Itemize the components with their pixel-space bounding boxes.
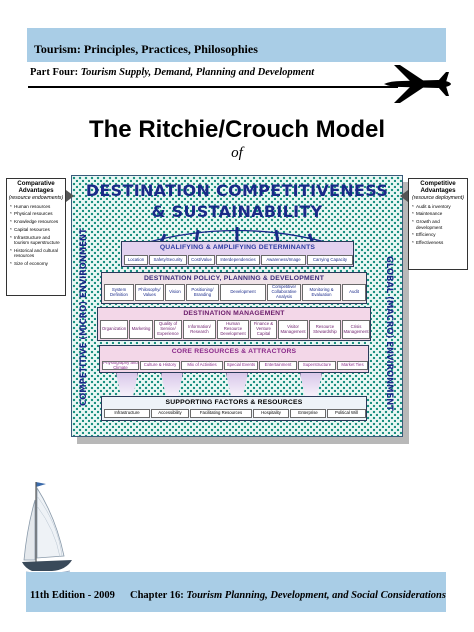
competitive-title: Competitive Advantages [420, 180, 456, 194]
part-line: Part Four: Tourism Supply, Demand, Plann… [30, 67, 314, 78]
tier-cell: Cost/Value [188, 255, 215, 265]
tier-cell: Finance & Venture Capital [250, 320, 277, 339]
tier-policy-planning: DESTINATION POLICY, PLANNING & DEVELOPME… [101, 272, 367, 304]
tier-cell: Mix of Activities [181, 361, 223, 370]
chapter-label: Chapter 16: [130, 590, 184, 601]
arrow-right-icon [66, 190, 74, 202]
tier-cell: System Definition [104, 284, 134, 301]
tier-cell: Hospitality [253, 409, 289, 418]
tier-cell: Market Ties [337, 361, 368, 370]
tier-cell: Positioning/ Branding [186, 284, 219, 301]
tier-cell: Entertainment [259, 361, 297, 370]
tier-heading: DESTINATION POLICY, PLANNING & DEVELOPME… [143, 275, 325, 282]
tier-cell: Political Will [327, 409, 366, 418]
tier-destination-management: DESTINATION MANAGEMENT Organization Mark… [97, 307, 371, 341]
list-item: Efficiency [412, 232, 464, 238]
header-band [27, 28, 446, 62]
tier-cell: Organization [100, 320, 128, 339]
tier-cell: Marketing [129, 320, 153, 339]
list-item: Knowledge resources [10, 219, 62, 225]
edition-label: 11th Edition - 2009 [30, 590, 115, 601]
tier-cell: Location [124, 255, 148, 265]
tier-cell: Philosophy/ Values [135, 284, 164, 301]
tier-cell: Physiography and Climate [102, 361, 139, 370]
diagram-title-line1: DESTINATION COMPETITIVENESS [85, 181, 389, 200]
list-item: Effectiveness [412, 240, 464, 246]
left-axis-label: COMPETITIVE (MICRO) ENVIRONMENT [78, 228, 88, 406]
list-item: Maintenance [412, 211, 464, 217]
tier-cell: Development [220, 284, 266, 301]
header-rule [28, 86, 398, 88]
tier-cell: Audit [342, 284, 366, 301]
comparative-advantages-box: Comparative Advantages (resource endowme… [6, 178, 66, 296]
list-item: Growth and development [412, 219, 464, 230]
list-item: Historical and cultural resources [10, 248, 62, 259]
list-item: Size of economy [10, 261, 62, 267]
tier-cell: Interdependencies [216, 255, 260, 265]
footer-band [26, 572, 446, 612]
tier-supporting-factors: SUPPORTING FACTORS & RESOURCES Infrastru… [101, 396, 367, 421]
part-label: Part Four: [30, 67, 79, 78]
slide-subtitle: of [231, 145, 243, 161]
tier-cell: Competitive/ Collaborative Analysis [267, 284, 301, 301]
competitive-subtitle: (resource deployment) [412, 194, 464, 201]
tier-heading: DESTINATION MANAGEMENT [183, 310, 285, 317]
chapter-title: Tourism Planning, Development, and Socia… [186, 590, 446, 601]
slide-title: The Ritchie/Crouch Model [88, 116, 385, 143]
tier-cell: Accessibility [151, 409, 189, 418]
tier-core-resources: CORE RESOURCES & ATTRACTORS Physiography… [99, 345, 369, 373]
tier-heading: SUPPORTING FACTORS & RESOURCES [165, 399, 303, 406]
tier-cell: Quality of Service/ Experience [154, 320, 182, 339]
competitive-advantages-box: Competitive Advantages (resource deploym… [408, 178, 468, 270]
tier-cell: Infrastructure [104, 409, 150, 418]
tier-cell: Visitor Management [278, 320, 308, 339]
airplane-icon [384, 65, 451, 103]
list-item: Audit & inventory [412, 204, 464, 210]
tier-cell: Resource Stewardship [309, 320, 341, 339]
list-item: Physical resources [10, 211, 62, 217]
tier-cell: Safety/Security [149, 255, 187, 265]
chapter-line: Chapter 16: Tourism Planning, Developmen… [130, 590, 446, 601]
tier-cell: Culture & History [140, 361, 180, 370]
tier-cell: Superstructure [298, 361, 336, 370]
part-title: Tourism Supply, Demand, Planning and Dev… [80, 67, 315, 78]
tier-heading: QUALIFYING & AMPLIFYING DETERMINANTS [159, 244, 316, 251]
comparative-subtitle: (resource endowments) [8, 194, 64, 201]
list-item: Infrastructure and tourism superstructur… [10, 235, 62, 246]
tier-cell: Awareness/Image [261, 255, 306, 265]
diagram-title-line2: & SUSTAINABILITY [151, 202, 323, 221]
tier-cell: Monitoring & Evaluation [302, 284, 341, 301]
comparative-list: Human resources Physical resources Knowl… [7, 204, 65, 267]
course-title: Tourism: Principles, Practices, Philosop… [34, 42, 258, 56]
tier-heading: CORE RESOURCES & ATTRACTORS [171, 348, 297, 355]
tier-cell: Enterprise [290, 409, 326, 418]
tier-cell: Crisis Management [342, 320, 370, 339]
comparative-title: Comparative Advantages [17, 180, 55, 194]
sailboat-icon [22, 482, 72, 575]
tier-cell: Facilitating Resources [190, 409, 252, 418]
tier-cell: Special Events [224, 361, 258, 370]
competitive-list: Audit & inventory Maintenance Growth and… [409, 204, 467, 246]
right-axis-label: GLOBAL (MACRO) ENVIRONMENT [385, 256, 395, 411]
tier-cell: Vision [165, 284, 185, 301]
tier-cell: Human Resource Development [217, 320, 249, 339]
list-item: Human resources [10, 204, 62, 210]
arrow-left-icon [400, 190, 408, 202]
tier-cell: Information/ Research [183, 320, 216, 339]
tier-cell: Carrying Capacity [307, 255, 353, 265]
list-item: Capital resources [10, 227, 62, 233]
tier-qualifying-determinants: QUALIFYING & AMPLIFYING DETERMINANTS Loc… [121, 241, 354, 267]
